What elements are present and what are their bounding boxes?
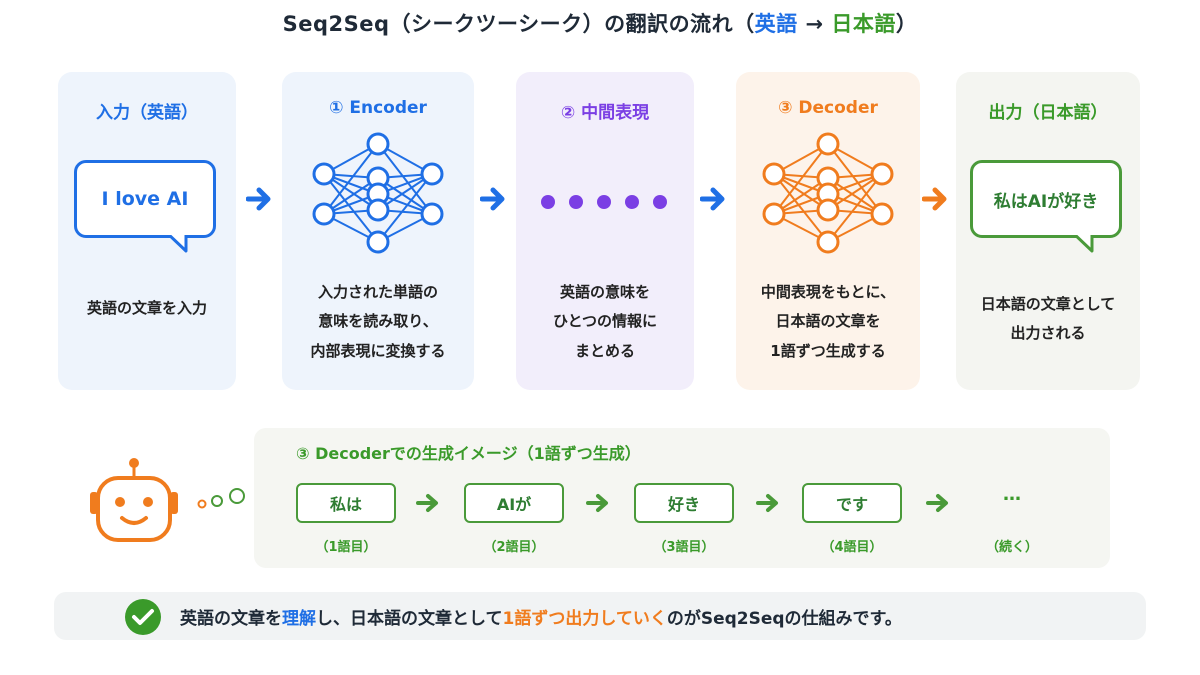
token-continuation: … — [1003, 484, 1021, 505]
title-prefix: Seq2Seq（シークツーシーク）の翻訳の流れ（ — [282, 12, 755, 36]
desc-line: 英語の文章を入力 — [86, 299, 207, 317]
stage-input-heading: 入力（英語） — [96, 103, 198, 123]
flow-arrow-icon — [246, 187, 271, 211]
stage-decoder-heading: ③ Decoder — [778, 98, 878, 118]
desc-line: 中間表現をもとに、 — [760, 283, 896, 301]
token-label: （3語目） — [653, 540, 715, 555]
desc-line: 出力される — [1010, 324, 1086, 343]
token-box: AIが — [464, 483, 564, 523]
step-arrow-icon — [756, 494, 778, 512]
stage-output-heading: 出力（日本語） — [988, 103, 1108, 123]
flow-arrow-icon — [922, 187, 947, 211]
desc-line: 入力された単語の — [317, 283, 438, 301]
robot-icon — [90, 458, 245, 542]
token-label: （2語目） — [483, 540, 545, 555]
stage-decoder: ③ Decoder 中間表現をもとに、 日本語の文章を 1語ずつ生成する — [736, 72, 920, 390]
flow-arrow-icon — [480, 187, 505, 211]
stage-intermediate: ② 中間表現 英語の意味を ひとつの情報に まとめる — [516, 72, 694, 390]
stage-encoder-description: 入力された単語の 意味を読み取り、 内部表現に変換する — [282, 278, 474, 366]
stage-decoder-description: 中間表現をもとに、 日本語の文章を 1語ずつ生成する — [736, 278, 920, 366]
context-vector-dots-icon — [541, 195, 667, 209]
stage-intermediate-description: 英語の意味を ひとつの情報に まとめる — [516, 278, 694, 366]
step-arrow-icon — [586, 494, 608, 512]
token-box: です — [802, 483, 902, 523]
summary-highlight-understand: 理解 — [282, 609, 316, 629]
stage-input-description: 英語の文章を入力 — [58, 294, 236, 323]
bubble-tail-icon — [165, 232, 189, 253]
summary-banner — [54, 592, 1146, 640]
summary-text: 英語の文章を理解し、日本語の文章として1語ずつ出力していくのがSeq2Seqの仕… — [180, 604, 902, 629]
step-arrow-icon — [416, 494, 438, 512]
token-label: （4語目） — [821, 540, 883, 555]
output-speech-bubble: 私はAIが好き — [970, 160, 1122, 253]
token-box: 私は — [296, 483, 396, 523]
decoder-neural-network-icon — [762, 132, 894, 254]
bubble-tail-icon — [1071, 232, 1095, 253]
input-speech-bubble: I love AI — [74, 160, 216, 253]
summary-highlight-output: 1語ずつ出力していく — [502, 609, 667, 629]
desc-line: 内部表現に変換する — [310, 341, 446, 360]
diagram-title: Seq2Seq（シークツーシーク）の翻訳の流れ（英語 → 日本語） — [0, 8, 1200, 38]
title-arrow: → — [797, 12, 832, 36]
desc-line: まとめる — [574, 341, 635, 360]
stage-encoder: ① Encoder 入力された単語の 意味を読み取り、 内部表現に変換する — [282, 72, 474, 390]
desc-line: 英語の意味を — [559, 283, 650, 301]
check-circle-icon — [125, 599, 161, 635]
summary-part: し、日本語の文章として — [316, 609, 503, 629]
desc-line: 意味を読み取り、 — [318, 312, 438, 331]
encoder-neural-network-icon — [312, 132, 444, 254]
stage-intermediate-heading: ② 中間表現 — [560, 103, 650, 123]
desc-line: 日本語の文章を — [775, 312, 881, 331]
token-label: （1語目） — [315, 540, 377, 555]
flow-arrow-icon — [700, 187, 725, 211]
title-target-language: 日本語 — [831, 12, 896, 36]
desc-line: 1語ずつ生成する — [770, 341, 886, 360]
token-label: （続く） — [985, 540, 1038, 555]
stage-output: 出力（日本語） 私はAIが好き 日本語の文章として 出力される — [956, 72, 1140, 390]
title-suffix: ） — [895, 12, 918, 36]
output-sentence: 私はAIが好き — [993, 191, 1099, 212]
decoder-example-title: ③ Decoderでの生成イメージ（1語ずつ生成） — [296, 444, 641, 463]
desc-line: ひとつの情報に — [553, 312, 657, 331]
title-source-language: 英語 — [754, 12, 798, 36]
token-box: 好き — [634, 483, 734, 523]
stage-output-description: 日本語の文章として 出力される — [956, 290, 1140, 349]
desc-line: 日本語の文章として — [980, 295, 1116, 313]
summary-part: 英語の文章を — [180, 609, 282, 629]
step-arrow-icon — [926, 494, 948, 512]
input-sentence: I love AI — [101, 188, 189, 210]
stage-encoder-heading: ① Encoder — [329, 98, 427, 118]
stage-input: 入力（英語） I love AI 英語の文章を入力 — [58, 72, 236, 390]
summary-part: のがSeq2Seqの仕組みです。 — [666, 609, 902, 629]
